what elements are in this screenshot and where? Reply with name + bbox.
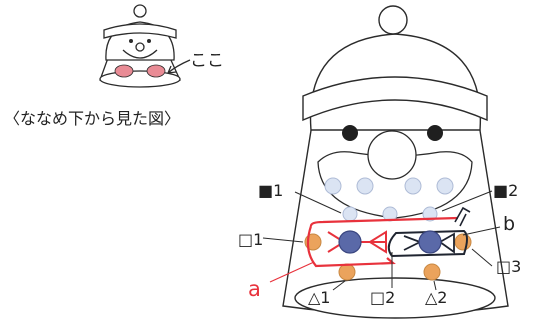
thumbnail-mitten-right <box>146 64 166 78</box>
callout-label: ここ <box>190 51 224 71</box>
callout-arrow <box>167 59 191 74</box>
label-loop-b: b <box>503 213 515 235</box>
label-filled-square-1: ■1 <box>258 181 283 200</box>
blue-bead-right <box>418 230 442 254</box>
label-open-square-2: □2 <box>370 288 395 307</box>
thread-ends <box>454 206 471 227</box>
thumbnail-doll <box>99 4 181 88</box>
left-eye <box>342 125 358 141</box>
blue-bead-left <box>338 230 362 254</box>
leader-lines <box>262 190 501 291</box>
label-filled-square-2: ■2 <box>493 181 518 200</box>
loop-b <box>387 229 468 258</box>
pale-beads-upper <box>324 177 454 195</box>
leader-line-a <box>269 261 315 283</box>
thumbnail-mitten-left <box>114 64 134 78</box>
label-triangle-1: △1 <box>308 288 330 307</box>
label-triangle-2: △2 <box>425 288 447 307</box>
beard <box>317 151 473 219</box>
label-loop-a: a <box>248 277 261 301</box>
thumbnail-caption: 〈ななめ下から見た図〉 <box>4 109 180 128</box>
loop-a <box>306 216 459 268</box>
right-eye <box>427 125 443 141</box>
label-open-square-1: □1 <box>238 230 263 249</box>
pale-beads-middle <box>342 206 438 222</box>
label-open-square-3: □3 <box>496 257 521 276</box>
nose <box>367 130 417 180</box>
